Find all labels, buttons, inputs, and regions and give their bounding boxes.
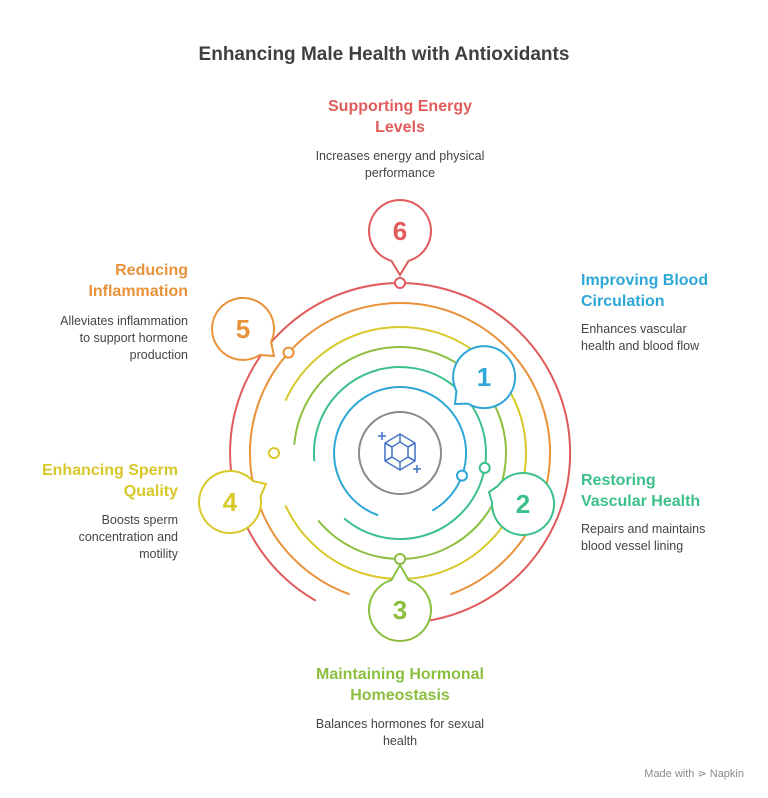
footer-watermark: Made with ⋗ Napkin <box>644 768 744 780</box>
step-6-balloon <box>368 199 432 277</box>
center-circle <box>358 411 442 495</box>
step-6-description: Increases energy and physical performanc… <box>315 149 485 180</box>
step-3-description: Balances hormones for sexual health <box>315 717 485 748</box>
step-5-label: Reducing Inflammation <box>88 262 188 300</box>
gem-icon <box>378 432 421 473</box>
step-4-label: Enhancing Sperm Quality <box>41 462 178 500</box>
step-2-description: Repairs and maintains blood vessel linin… <box>581 522 706 553</box>
ring-arc-2 <box>312 366 487 541</box>
step-5-anchor-dot <box>282 346 295 359</box>
step-1-description: Enhances vascular health and blood flow <box>581 322 700 353</box>
step-1-label: Improving Blood Circulation <box>581 272 709 310</box>
step-3-label: Maintaining Hormonal Homeostasis <box>316 666 484 704</box>
step-4-anchor-dot <box>268 447 280 459</box>
step-5-balloon <box>211 296 276 361</box>
step-3-anchor-dot <box>394 553 406 565</box>
step-1-anchor-dot <box>456 469 468 482</box>
step-4-number: 4 <box>222 487 238 517</box>
step-1-number: 1 <box>476 362 492 392</box>
step-5-number: 5 <box>235 314 251 344</box>
step-6-anchor-dot <box>394 277 406 289</box>
step-4-description: Boosts sperm concentration and motility <box>78 513 178 561</box>
ring-arc-1 <box>333 386 468 516</box>
step-2-anchor-dot <box>478 461 491 474</box>
step-2-number: 2 <box>515 489 531 519</box>
step-2-balloon <box>487 472 556 536</box>
page-title: Enhancing Male Health with Antioxidants <box>198 44 570 65</box>
step-6-label: Supporting Energy Levels <box>328 98 472 136</box>
ring-arc-4 <box>284 326 527 580</box>
step-3-number: 3 <box>392 595 408 625</box>
step-6-number: 6 <box>392 216 408 246</box>
step-3-balloon <box>368 562 432 642</box>
step-1-balloon <box>452 345 517 410</box>
step-4-balloon <box>198 470 268 535</box>
step-2-label: Restoring Vascular Health <box>581 472 701 510</box>
step-5-description: Alleviates inflammation to support hormo… <box>60 314 188 362</box>
